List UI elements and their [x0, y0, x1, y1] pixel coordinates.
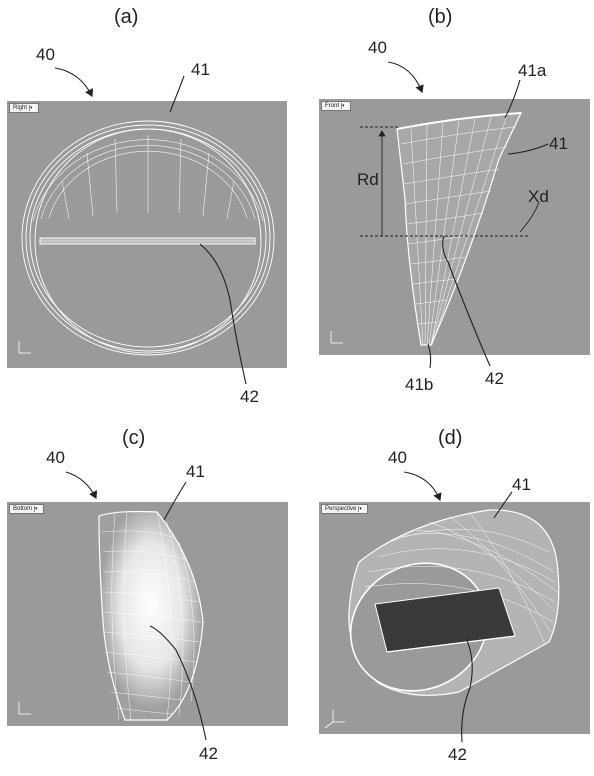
viewport-right[interactable]: Right▾ [7, 101, 287, 368]
view-tab-label: Right [13, 105, 28, 111]
panel-label-b: (b) [428, 6, 453, 28]
ring-wireframe-perspective [324, 509, 560, 729]
ref-41a-b: 41a [518, 61, 547, 80]
view-tab-label: Bottom [13, 506, 33, 512]
ref-42-b: 42 [485, 369, 504, 388]
ref-41-d: 41 [512, 475, 531, 494]
dropdown-arrow-icon[interactable]: ▾ [358, 506, 365, 512]
ref-42-d: 42 [448, 745, 467, 764]
ref-41-b: 41 [549, 134, 568, 153]
axis-triad-icon [18, 341, 31, 354]
viewport-bottom[interactable]: Bottom▾ [7, 502, 288, 726]
ring-wireframe-right [18, 120, 275, 356]
ref-42-c: 42 [199, 744, 218, 763]
ref-41-c: 41 [186, 462, 205, 481]
ref-40-b: 40 [368, 38, 387, 57]
view-tab-label: Perspective [325, 506, 357, 512]
dropdown-arrow-icon[interactable]: ▾ [341, 103, 348, 109]
view-tab-front[interactable]: Front▾ [321, 101, 352, 111]
panel-label-a: (a) [114, 6, 139, 28]
ref-40-c: 40 [46, 448, 65, 467]
ref-40-a: 40 [36, 45, 55, 64]
axis-triad-icon [330, 331, 343, 344]
axis-triad-icon [18, 702, 31, 715]
view-tab-bottom[interactable]: Bottom▾ [9, 504, 45, 514]
viewport-perspective[interactable]: Perspective▾ [319, 502, 590, 734]
axis-triad-icon [324, 710, 345, 729]
blade-wireframe-front [330, 112, 522, 346]
ref-41-a: 41 [191, 60, 210, 79]
ref-40-d: 40 [388, 448, 407, 467]
dropdown-arrow-icon[interactable]: ▾ [34, 506, 41, 512]
ref-42-a: 42 [240, 387, 259, 406]
view-tab-perspective[interactable]: Perspective▾ [321, 504, 369, 514]
dropdown-arrow-icon[interactable]: ▾ [29, 105, 36, 111]
view-tab-right[interactable]: Right▾ [9, 103, 40, 113]
dim-rd: Rd [357, 170, 379, 189]
view-tab-label: Front [325, 103, 340, 109]
ring-wireframe-bottom [18, 510, 204, 721]
panel-label-c: (c) [122, 427, 146, 449]
dim-xd: Xd [528, 187, 549, 206]
panel-label-d: (d) [438, 427, 463, 449]
ref-41b-b: 41b [405, 375, 434, 394]
